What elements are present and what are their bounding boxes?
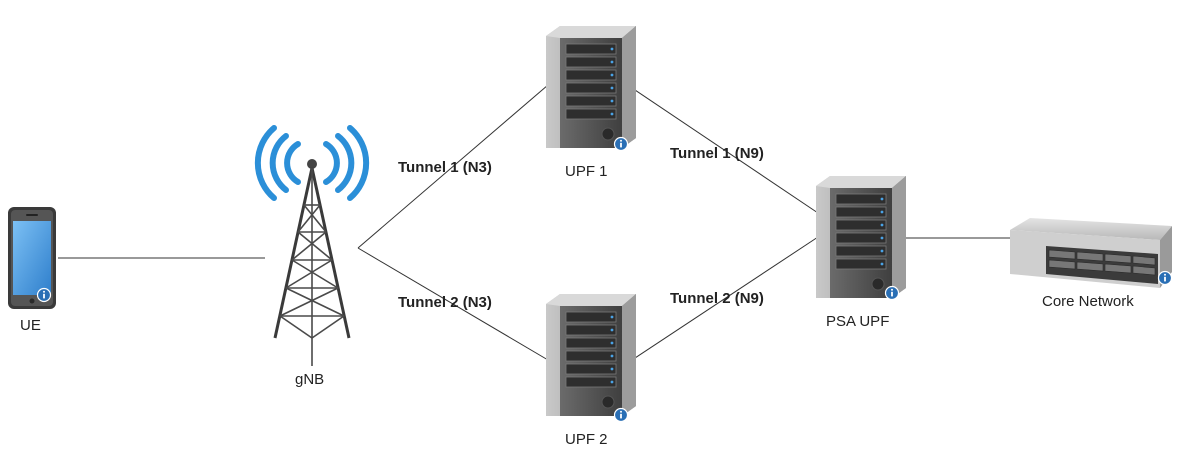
server-tower-icon xyxy=(545,293,637,423)
link-upf1-psa xyxy=(631,87,819,214)
node-psa-upf[interactable]: PSA UPF xyxy=(815,175,907,330)
link-label-tunnel1-n9: Tunnel 1 (N9) xyxy=(670,145,764,162)
node-ue[interactable]: UE xyxy=(8,207,56,334)
server-tower-icon xyxy=(545,25,637,152)
link-label-tunnel1-n3: Tunnel 1 (N3) xyxy=(398,159,492,176)
node-label-ue: UE xyxy=(20,317,41,334)
link-label-tunnel2-n3: Tunnel 2 (N3) xyxy=(398,294,492,311)
cell-tower-icon xyxy=(254,125,370,366)
server-tower-icon xyxy=(815,175,907,301)
node-upf1[interactable]: UPF 1 xyxy=(545,25,637,180)
node-core[interactable]: Core Network xyxy=(1010,218,1173,310)
link-label-tunnel2-n9: Tunnel 2 (N9) xyxy=(670,290,764,307)
link-gnb-upf2 xyxy=(357,247,549,361)
link-gnb-upf1 xyxy=(357,84,549,249)
node-label-psa-upf: PSA UPF xyxy=(826,313,889,330)
link-upf2-psa xyxy=(631,236,819,361)
rack-server-icon xyxy=(1010,218,1173,288)
smartphone-icon xyxy=(8,207,56,309)
node-label-upf2: UPF 2 xyxy=(565,431,608,448)
node-upf2[interactable]: UPF 2 xyxy=(545,293,637,448)
node-label-upf1: UPF 1 xyxy=(565,163,608,180)
node-label-gnb: gNB xyxy=(295,371,324,388)
node-gnb[interactable]: gNB xyxy=(254,125,370,388)
node-label-core: Core Network xyxy=(1042,293,1134,310)
